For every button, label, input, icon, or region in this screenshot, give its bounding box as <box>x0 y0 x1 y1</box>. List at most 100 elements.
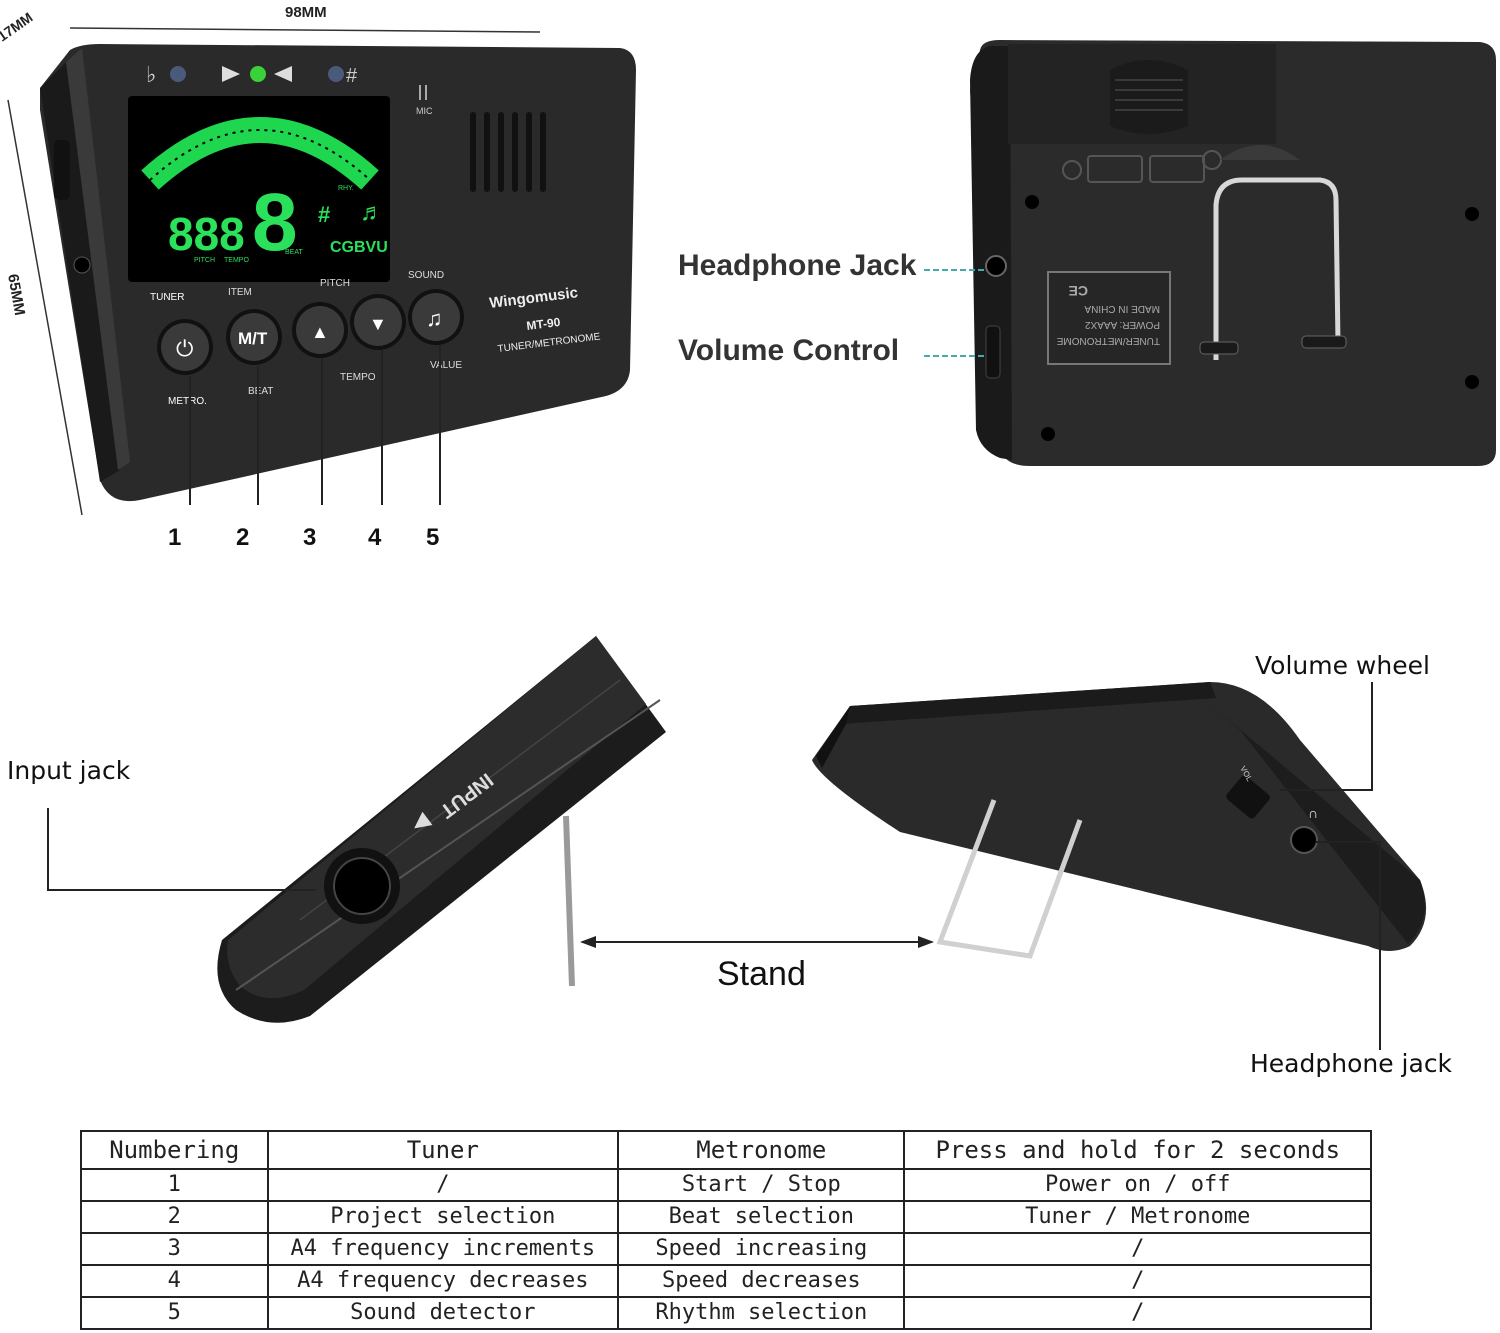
tempo-label: TEMPO <box>340 372 376 383</box>
down-button[interactable]: ▼ <box>350 294 406 350</box>
value-label: VALUE <box>430 360 462 371</box>
volume-wheel-callout-line <box>1280 682 1373 791</box>
lcd-letters: CGBVU <box>330 239 388 256</box>
lcd-note: 8 <box>252 177 298 268</box>
back-label-line2: POWER: AAAX2 <box>1085 319 1160 330</box>
height-dimension-label: 65MM <box>4 273 28 317</box>
back-headphone-jack <box>985 255 1007 277</box>
volume-wheel-label: Volume wheel <box>1255 651 1430 680</box>
input-jack-label: Input jack <box>7 756 131 785</box>
lcd-pitch-label: PITCH <box>194 257 215 264</box>
header-metronome: Metronome <box>617 1130 906 1170</box>
table-cell: Sound detector <box>266 1296 620 1330</box>
table-row: 4 A4 frequency decreases Speed decreases… <box>80 1264 1372 1298</box>
screw-2 <box>1465 207 1479 221</box>
table-cell: Project selection <box>266 1200 620 1234</box>
plus-icon <box>1062 160 1082 180</box>
pitch-label: PITCH <box>320 278 350 289</box>
table-cell: A4 frequency decreases <box>266 1264 620 1298</box>
back-volume-control <box>985 325 1001 379</box>
headphone-icon: ∩ <box>1308 805 1318 821</box>
tuner-side-highlight <box>66 48 130 470</box>
input-side-illustration: ◀ INPUT <box>47 636 700 1023</box>
table-cell: / <box>266 1168 620 1202</box>
input-callout-line <box>47 808 316 891</box>
volume-control-label: Volume Control <box>678 334 900 367</box>
back-label-plate <box>1047 271 1171 365</box>
flat-led <box>170 66 186 82</box>
stand-leg <box>563 815 575 987</box>
right-arrow-icon <box>222 66 240 82</box>
table-row: 3 A4 frequency increments Speed increasi… <box>80 1232 1372 1266</box>
standing-side-panel <box>1200 696 1425 944</box>
table-cell: 5 <box>80 1296 269 1330</box>
lcd-rhythm-icon: ♬ <box>360 199 384 226</box>
flat-symbol: ♭ <box>146 62 156 87</box>
mic-label: MIC <box>416 106 433 116</box>
table-row: 5 Sound detector Rhythm selection / <box>80 1296 1372 1330</box>
stand-wire <box>1213 177 1341 360</box>
metro-label: METRO. <box>168 396 207 407</box>
tuner-label: TUNER <box>150 292 184 303</box>
mode-button-label: M/T <box>238 329 268 348</box>
back-side-edge <box>970 46 1012 460</box>
height-dimension-line <box>7 99 83 516</box>
front-view-illustration: 98MM 17MM 65MM ♭ # MIC 888 8 # CGBVU PIT… <box>0 4 636 551</box>
table-cell: / <box>903 1232 1372 1266</box>
stand-label: Stand <box>717 955 806 993</box>
callout-number-2: 2 <box>236 524 249 551</box>
table-cell: Tuner / Metronome <box>903 1200 1372 1234</box>
speaker-grille <box>470 112 546 192</box>
standing-volume-wheel <box>1226 775 1270 819</box>
callout-number-3: 3 <box>303 524 316 551</box>
down-arrow-icon: ▼ <box>369 314 387 334</box>
table-cell: Rhythm selection <box>617 1296 906 1330</box>
button-callout-lines <box>189 345 441 505</box>
table-cell: A4 frequency increments <box>266 1232 620 1266</box>
volume-wheel[interactable] <box>54 140 70 200</box>
header-numbering: Numbering <box>80 1130 269 1170</box>
table-cell: Speed decreases <box>617 1264 906 1298</box>
standing-headphone-jack <box>1290 826 1318 854</box>
screw-3 <box>1465 375 1479 389</box>
sharp-led <box>328 66 344 82</box>
callout-number-4: 4 <box>368 524 382 551</box>
screw-1 <box>1025 195 1039 209</box>
sharp-symbol: # <box>346 65 358 87</box>
table-cell: 1 <box>80 1168 269 1202</box>
back-label-line3: MADE IN CHINA <box>1084 303 1160 314</box>
beat-label: BEAT <box>248 386 273 397</box>
mode-button[interactable]: M/T <box>226 309 282 365</box>
up-button[interactable]: ▲ <box>292 302 348 358</box>
lcd-sharp: # <box>318 202 330 227</box>
callout-number-1: 1 <box>168 524 181 551</box>
power-button[interactable]: ⏻ <box>157 319 213 375</box>
up-arrow-icon: ▲ <box>311 322 329 342</box>
sound-label: SOUND <box>408 270 444 281</box>
table-cell: 4 <box>80 1264 269 1298</box>
callout-number-5: 5 <box>426 524 439 551</box>
lcd-beat-label: BEAT <box>285 249 303 256</box>
left-arrow-icon <box>274 66 292 82</box>
back-label-line1: TUNER/METRONOME <box>1056 335 1160 346</box>
standing-body <box>812 682 1427 951</box>
headphone-jack-front <box>73 256 91 274</box>
lcd-tempo-label: TEMPO <box>224 257 249 264</box>
power-icon: ⏻ <box>176 336 193 361</box>
item-label: ITEM <box>228 287 252 298</box>
width-dimension-line <box>69 27 541 33</box>
header-tuner: Tuner <box>266 1130 620 1170</box>
battery-cover-grip <box>1110 60 1188 134</box>
ce-mark: CE <box>1069 283 1088 299</box>
width-dimension-label: 98MM <box>285 4 327 21</box>
table-cell: Start / Stop <box>617 1168 906 1202</box>
headphone-jack-label: Headphone Jack <box>678 249 917 282</box>
header-press-hold: Press and hold for 2 seconds <box>903 1130 1372 1170</box>
table-cell: 2 <box>80 1200 269 1234</box>
model-name: MT-90 <box>526 315 562 333</box>
screw-4 <box>1041 427 1055 441</box>
table-cell: / <box>903 1264 1372 1298</box>
sound-button[interactable]: ♫ <box>408 289 464 345</box>
lcd-needle-arc <box>141 117 379 190</box>
depth-dimension-label: 17MM <box>0 9 36 44</box>
